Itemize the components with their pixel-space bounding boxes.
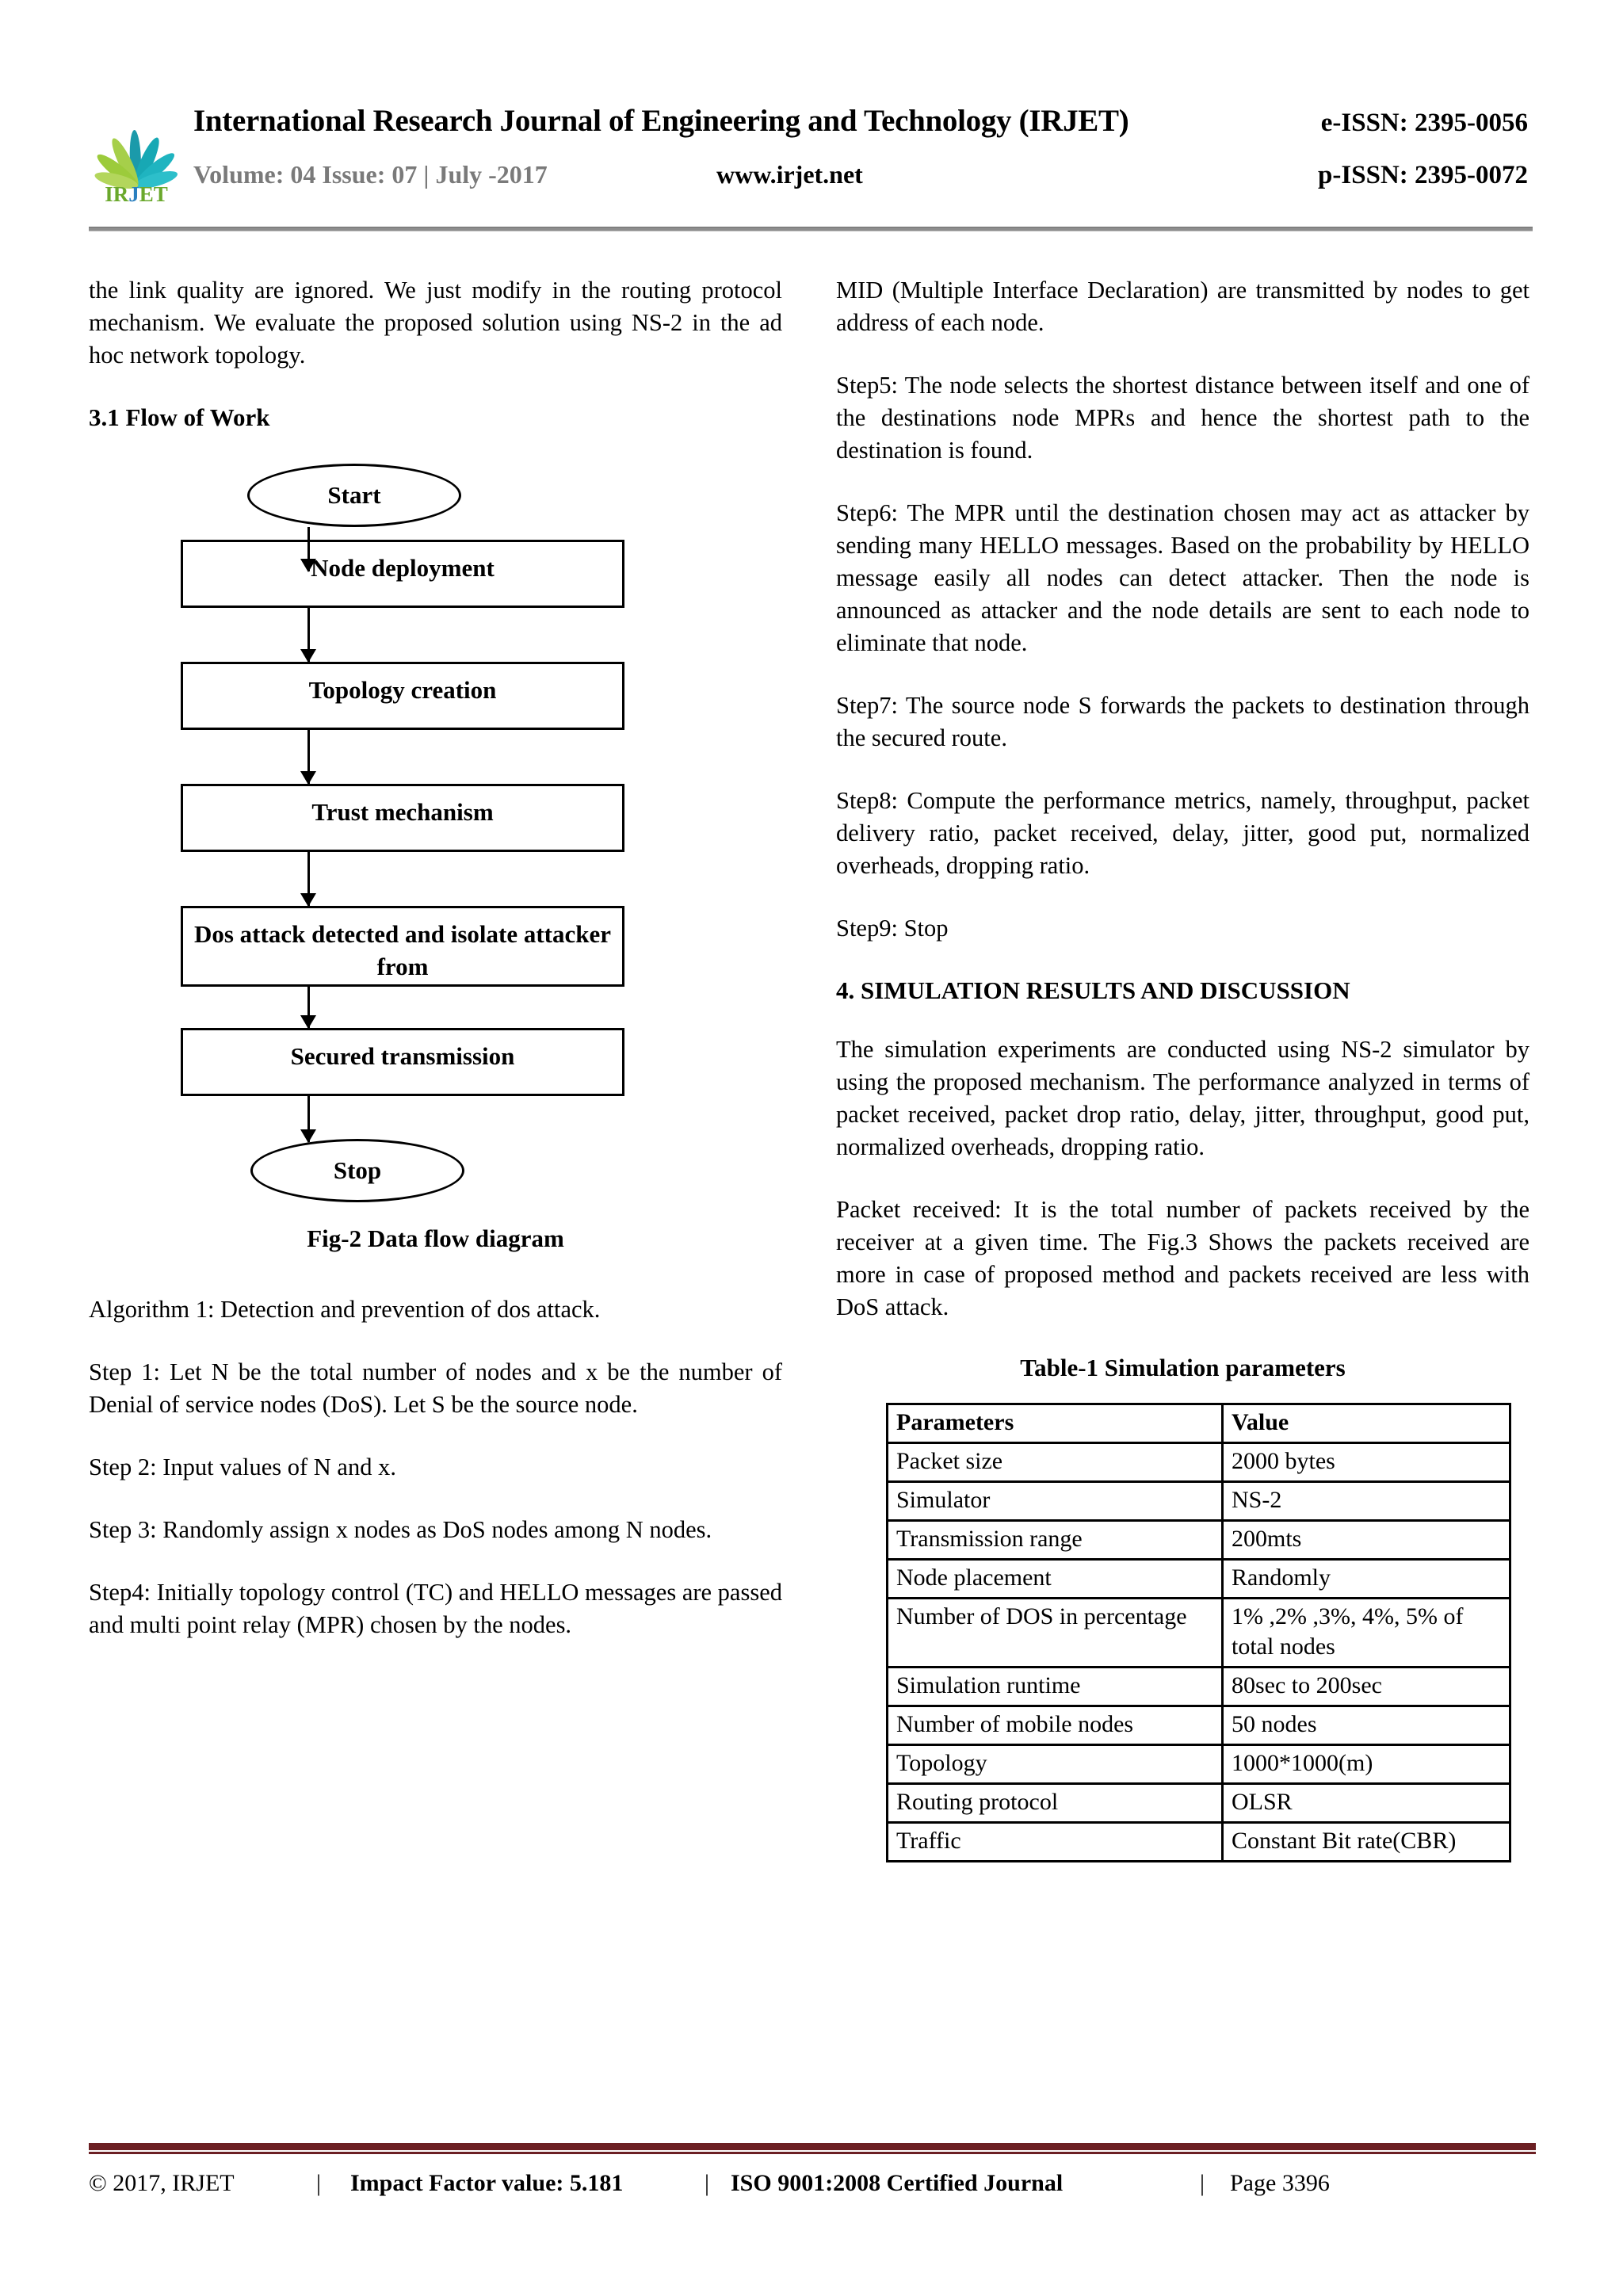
algorithm-step-7: Step7: The source node S forwards the pa… <box>836 692 1529 751</box>
table-cell-parameter: Transmission range <box>886 1519 1224 1561</box>
footer-page-number: Page 3396 <box>1230 2170 1330 2196</box>
table-cell-parameter: Packet size <box>886 1442 1224 1483</box>
e-issn: e-ISSN: 2395-0056 <box>1320 109 1528 137</box>
algorithm-title: Algorithm 1: Detection and prevention of… <box>89 1296 601 1323</box>
algorithm-step-4: Step4: Initially topology control (TC) a… <box>89 1579 782 1638</box>
footer-rule-thick <box>89 2143 1536 2150</box>
footer-iso-certification: ISO 9001:2008 Certified Journal <box>731 2170 1064 2196</box>
table-cell-parameter: Routing protocol <box>886 1782 1224 1824</box>
header-row-title: International Research Journal of Engine… <box>193 103 1533 160</box>
page-footer: © 2017, IRJET | Impact Factor value: 5.1… <box>89 2170 1536 2197</box>
footer-rule-thin <box>89 2152 1536 2154</box>
algorithm-step-1: Step 1: Let N be the total number of nod… <box>89 1358 782 1418</box>
section-heading-3-1: 3.1 Flow of Work <box>89 403 270 431</box>
flow-node-trust-mechanism: Trust mechanism <box>181 784 624 852</box>
flow-arrow-5 <box>300 987 316 1029</box>
table-row: Transmission range 200mts <box>886 1519 1511 1561</box>
table-row: Node placement Randomly <box>886 1558 1511 1599</box>
header-row-volume: Volume: 04 Issue: 07 | July -2017 www.ir… <box>193 160 1533 209</box>
intro-paragraph: the link quality are ignored. We just mo… <box>89 277 782 369</box>
journal-title: International Research Journal of Engine… <box>193 104 1129 138</box>
mid-paragraph: MID (Multiple Interface Declaration) are… <box>836 277 1529 336</box>
volume-issue: Volume: 04 Issue: 07 | July -2017 <box>193 160 548 189</box>
table-cell-value: NS-2 <box>1221 1480 1511 1522</box>
table-header-parameters: Parameters <box>886 1403 1224 1444</box>
algorithm-step-9: Step9: Stop <box>836 915 949 942</box>
algorithm-step-3: Step 3: Randomly assign x nodes as DoS n… <box>89 1516 712 1543</box>
footer-separator-1: | <box>315 2170 321 2196</box>
footer-separator-2: | <box>704 2170 709 2196</box>
table-cell-parameter: Node placement <box>886 1558 1224 1599</box>
flowchart-spacer <box>89 1091 782 1293</box>
table-header-row: Parameters Value <box>886 1403 1511 1444</box>
packet-received-paragraph: Packet received: It is the total number … <box>836 1196 1529 1320</box>
flow-stop-node: Stop <box>250 1139 464 1202</box>
flowchart-figure: Start Node deployment Topology creation … <box>89 457 782 1252</box>
header-text-block: International Research Journal of Engine… <box>193 103 1533 209</box>
table-cell-value: Randomly <box>1221 1558 1511 1599</box>
algorithm-step-8: Step8: Compute the performance metrics, … <box>836 787 1529 879</box>
right-column: MID (Multiple Interface Declaration) are… <box>836 274 1529 1862</box>
table-cell-value: 200mts <box>1221 1519 1511 1561</box>
algorithm-step-2: Step 2: Input values of N and x. <box>89 1454 396 1480</box>
table-cell-value: 1000*1000(m) <box>1221 1744 1511 1785</box>
footer-copyright: © 2017, IRJET <box>89 2170 235 2196</box>
flow-arrow-2 <box>300 608 316 663</box>
flow-node-secured-transmission: Secured transmission <box>181 1028 624 1096</box>
table-cell-parameter: Simulation runtime <box>886 1666 1224 1707</box>
footer-impact-factor: Impact Factor value: 5.181 <box>350 2170 624 2196</box>
table-row: Simulator NS-2 <box>886 1480 1511 1522</box>
website-link[interactable]: www.irjet.net <box>716 160 863 189</box>
table-header-value: Value <box>1221 1403 1511 1444</box>
footer-separator-3: | <box>1199 2170 1205 2196</box>
flow-arrow-1 <box>300 527 316 572</box>
table-cell-parameter: Simulator <box>886 1480 1224 1522</box>
table-cell-value: 50 nodes <box>1221 1705 1511 1746</box>
table-cell-value: 80sec to 200sec <box>1221 1666 1511 1707</box>
flow-node-dos-attack-detected: Dos attack detected and isolate attacker… <box>181 906 624 987</box>
flow-start-node: Start <box>247 464 461 527</box>
svg-text:IRJET: IRJET <box>105 182 168 204</box>
table-title: Table-1 Simulation parameters <box>1020 1354 1346 1381</box>
footer-divider <box>89 2143 1536 2154</box>
flow-arrow-3 <box>300 730 316 785</box>
table-row: Number of mobile nodes 50 nodes <box>886 1705 1511 1746</box>
simulation-paragraph: The simulation experiments are conducted… <box>836 1036 1529 1160</box>
table-cell-value: 1% ,2% ,3%, 4%, 5% of total nodes <box>1221 1597 1511 1668</box>
table-row: Routing protocol OLSR <box>886 1782 1511 1824</box>
algorithm-step-5: Step5: The node selects the shortest dis… <box>836 372 1529 464</box>
flow-arrow-4 <box>300 852 316 907</box>
flow-node-node-deployment: Node deployment <box>181 540 624 608</box>
figure-caption: Fig-2 Data flow diagram <box>307 1224 564 1252</box>
section-heading-4: 4. SIMULATION RESULTS AND DISCUSSION <box>836 976 1350 1004</box>
table-row: Topology 1000*1000(m) <box>886 1744 1511 1785</box>
p-issn: p-ISSN: 2395-0072 <box>1318 161 1528 189</box>
flow-node-topology-creation: Topology creation <box>181 662 624 730</box>
table-row: Traffic Constant Bit rate(CBR) <box>886 1821 1511 1862</box>
irjet-logo: IRJET <box>89 109 184 204</box>
table-cell-parameter: Traffic <box>886 1821 1224 1862</box>
table-cell-parameter: Number of mobile nodes <box>886 1705 1224 1746</box>
irjet-logo-icon: IRJET <box>94 130 178 204</box>
table-cell-parameter: Number of DOS in percentage <box>886 1597 1224 1668</box>
header-divider <box>89 227 1533 231</box>
table-row: Simulation runtime 80sec to 200sec <box>886 1666 1511 1707</box>
table-cell-parameter: Topology <box>886 1744 1224 1785</box>
algorithm-step-6: Step6: The MPR until the destination cho… <box>836 499 1529 656</box>
table-row: Number of DOS in percentage 1% ,2% ,3%, … <box>886 1597 1511 1668</box>
left-column: the link quality are ignored. We just mo… <box>89 274 782 1641</box>
table-cell-value: Constant Bit rate(CBR) <box>1221 1821 1511 1862</box>
simulation-parameters-table: Parameters Value Packet size 2000 bytes … <box>886 1403 1511 1862</box>
table-row: Packet size 2000 bytes <box>886 1442 1511 1483</box>
table-cell-value: 2000 bytes <box>1221 1442 1511 1483</box>
table-cell-value: OLSR <box>1221 1782 1511 1824</box>
flow-arrow-6 <box>300 1096 316 1143</box>
page-header: IRJET International Research Journal of … <box>89 103 1533 230</box>
